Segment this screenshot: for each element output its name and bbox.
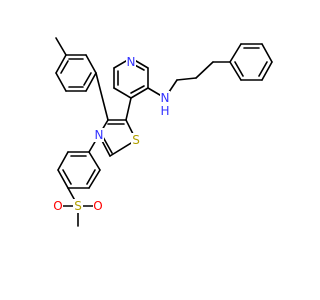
thiazole-nitrogen: N (94, 128, 104, 142)
amine-nitrogen: N (160, 91, 170, 105)
atom-label: N (127, 55, 136, 69)
bond (95, 72, 109, 121)
atom-label: S (132, 133, 140, 147)
bond (57, 151, 69, 171)
atom-label: N (161, 91, 170, 105)
sulfonyl-sulfur: S (73, 199, 83, 213)
bond (60, 60, 69, 74)
bond (130, 87, 149, 99)
amine-hydrogen: H (160, 104, 169, 118)
bond (125, 97, 132, 121)
bond (85, 72, 97, 92)
bond (229, 43, 242, 63)
chemical-structure: N N H N S S O O (53, 37, 273, 227)
bond (57, 169, 69, 189)
bond (102, 136, 113, 154)
bond (62, 169, 72, 185)
bond (130, 85, 145, 94)
bond (229, 61, 242, 81)
pyridine-nitrogen: N (126, 55, 136, 69)
bond (258, 61, 268, 77)
bond (261, 43, 273, 63)
sulfonyl-oxygen-left: O (53, 199, 63, 213)
atom-label: O (53, 199, 62, 213)
bond (261, 61, 273, 81)
bond (83, 72, 92, 86)
atom-label: N (95, 128, 104, 142)
bond (195, 61, 214, 79)
bond (55, 54, 67, 74)
thiazole-sulfur: S (131, 133, 141, 147)
bond (86, 169, 96, 185)
bonds (55, 37, 273, 227)
bond (85, 54, 97, 74)
bond (88, 169, 101, 189)
sulfonyl-oxygen-right: O (93, 199, 103, 213)
bond (113, 87, 132, 99)
bond (176, 77, 197, 81)
bond (55, 37, 67, 56)
atom-label: H (160, 104, 169, 118)
atom-labels: N N H N S S O O (53, 55, 170, 213)
bond (55, 72, 67, 92)
bond (88, 151, 101, 171)
bond (234, 61, 244, 77)
atom-label: O (93, 199, 102, 213)
atom-label: S (74, 199, 82, 213)
